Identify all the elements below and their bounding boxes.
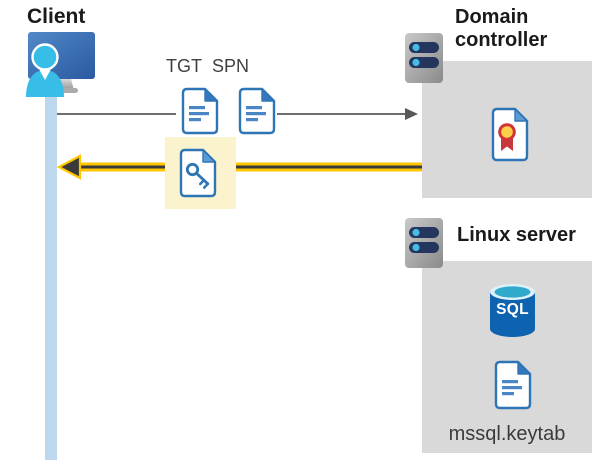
keytab-filename-label: mssql.keytab	[448, 423, 566, 445]
key-icon	[185, 162, 210, 189]
linux-server-label: Linux server	[457, 224, 576, 246]
certificate-icon	[491, 107, 529, 162]
user-icon	[26, 43, 64, 97]
sql-label: SQL	[496, 301, 529, 318]
tgt-document-icon	[181, 87, 219, 135]
response-arrow	[56, 154, 422, 180]
client-label: Client	[27, 5, 86, 28]
request-arrowhead-icon	[405, 108, 418, 120]
tgt-label: TGT	[166, 56, 202, 76]
domain-controller-server-icon	[405, 33, 443, 83]
client-icon	[26, 32, 95, 97]
client-lifeline	[45, 90, 57, 460]
sql-database-icon	[490, 284, 535, 337]
spn-label: SPN	[212, 56, 250, 76]
spn-document-icon	[238, 87, 276, 135]
request-arrow	[57, 108, 418, 120]
linux-server-icon	[405, 218, 443, 268]
domain-controller-label: Domain controller	[455, 6, 547, 52]
domain-controller-label-line1: Domain	[455, 6, 529, 28]
keytab-document-icon	[494, 360, 532, 410]
response-arrowhead-icon	[56, 154, 82, 180]
domain-controller-label-line2: controller	[455, 29, 548, 51]
key-document-icon	[179, 148, 217, 198]
